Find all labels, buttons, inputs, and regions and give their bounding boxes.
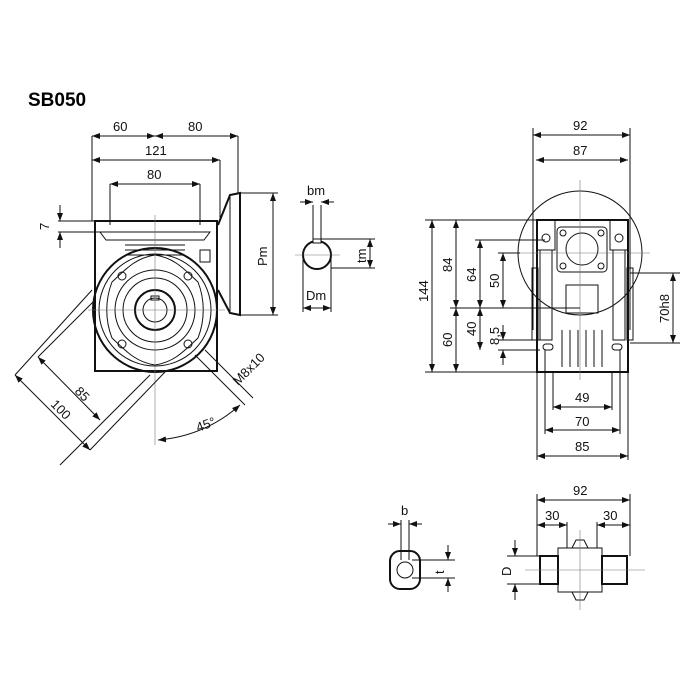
front-view-dimensions: 92 87 144 84 60 64 40 50 8,5 70h8 49 70 … [416,118,680,460]
dim-thread-m8x10: M8x10 [230,350,268,388]
dim-92-shaft: 92 [573,483,587,498]
label-d: D [499,567,514,576]
dim-50: 50 [487,274,502,288]
dim-100: 100 [48,397,74,423]
dim-7: 7 [37,223,52,230]
side-view-housing [88,191,241,445]
label-bm: bm [307,183,325,198]
dim-30-right: 30 [603,508,617,523]
dim-92: 92 [573,118,587,133]
dim-70h8: 70h8 [657,294,672,323]
model-title: SB050 [28,90,86,111]
dim-8-5: 8,5 [487,327,502,345]
dim-80: 80 [147,167,161,182]
dim-pm: Pm [255,247,270,267]
dim-30-left: 30 [545,508,559,523]
label-tm: tm [354,249,369,263]
hollow-shaft-section: b t [388,503,455,592]
dim-60: 60 [440,333,455,347]
dim-70: 70 [575,414,589,429]
label-dm: Dm [306,288,326,303]
dim-121: 121 [145,143,167,158]
motor-shaft-section: bm tm Dm [295,183,375,312]
label-b: b [401,503,408,518]
dim-144: 144 [416,280,431,302]
front-view-housing [510,180,650,380]
output-shaft-view: 92 30 30 D [499,483,645,610]
dim-80-top: 80 [188,119,202,134]
dim-85: 85 [72,384,93,405]
dim-angle-45: 45° [194,414,218,435]
front-view: 92 87 144 84 60 64 40 50 8,5 70h8 49 70 … [416,118,680,460]
dim-87: 87 [573,143,587,158]
dim-84: 84 [440,258,455,272]
dim-85: 85 [575,439,589,454]
cooling-fins [561,330,603,367]
dim-49: 49 [575,390,589,405]
dim-60: 60 [113,119,127,134]
dim-40: 40 [464,322,479,336]
label-t: t [432,570,447,574]
side-view: 60 80 121 80 7 Pm 85 100 M8x10 45° [14,119,278,466]
dim-64: 64 [464,268,479,282]
